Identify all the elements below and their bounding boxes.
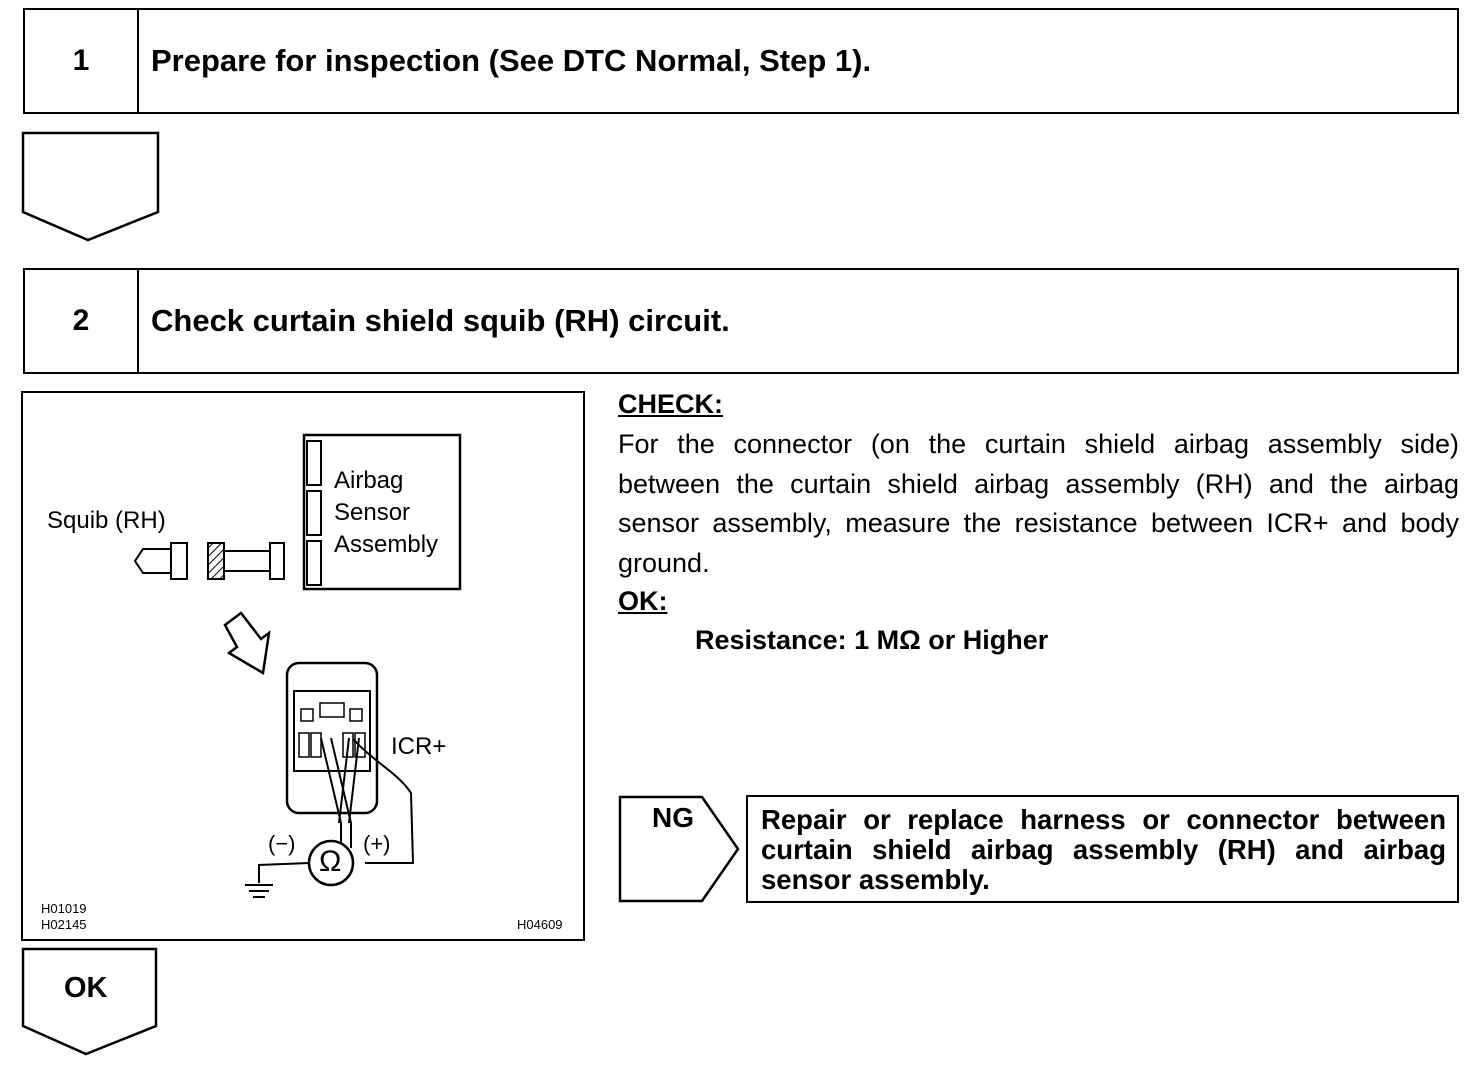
plus-label: (+) <box>363 831 391 856</box>
figure-code-1: H01019 <box>41 901 87 916</box>
airbag-sensor-box <box>302 433 462 591</box>
check-text: For the connector (on the curtain shield… <box>618 429 1459 578</box>
step-1-box: 1 Prepare for inspection (See DTC Normal… <box>23 8 1459 114</box>
check-heading: CHECK: <box>618 389 723 419</box>
direction-arrow-icon <box>223 611 271 676</box>
inspection-figure: Squib (RH) Airbag Sensor Assembly ICR+ (… <box>21 391 585 941</box>
figure-code-3: H04609 <box>517 917 563 932</box>
step-2-number: 2 <box>25 270 139 372</box>
ok-label: OK <box>64 972 108 1004</box>
flow-arrow-down-icon <box>21 131 160 242</box>
step-2-box: 2 Check curtain shield squib (RH) circui… <box>23 268 1459 374</box>
connector-diagram <box>133 433 462 898</box>
squib-connector-icon <box>133 548 172 574</box>
ng-arrow-icon <box>618 795 740 903</box>
step-1-number: 1 <box>25 10 139 112</box>
sensor-label-line2: Sensor <box>334 499 411 526</box>
sensor-label-line1: Airbag <box>334 467 404 494</box>
ok-heading: OK: <box>618 586 668 616</box>
minus-label: (−) <box>268 831 296 856</box>
squib-label: Squib (RH) <box>47 507 166 534</box>
ohm-symbol: Ω <box>319 845 342 878</box>
ng-action-box: Repair or replace harness or connector b… <box>746 795 1459 903</box>
step-2-title: Check curtain shield squib (RH) circuit. <box>151 303 730 338</box>
step-1-title: Prepare for inspection (See DTC Normal, … <box>151 43 872 78</box>
resistance-spec: Resistance: 1 MΩ or Higher <box>695 625 1049 655</box>
ok-arrow-icon <box>21 947 158 1056</box>
ground-icon <box>245 884 273 898</box>
hatched-connector-icon <box>207 542 225 580</box>
sensor-label-line3: Assembly <box>334 531 439 558</box>
ng-label: NG <box>652 802 694 833</box>
ng-action-text: Repair or replace harness or connector b… <box>761 804 1446 895</box>
terminal-label: ICR+ <box>391 733 447 760</box>
figure-code-2: H02145 <box>41 917 87 932</box>
